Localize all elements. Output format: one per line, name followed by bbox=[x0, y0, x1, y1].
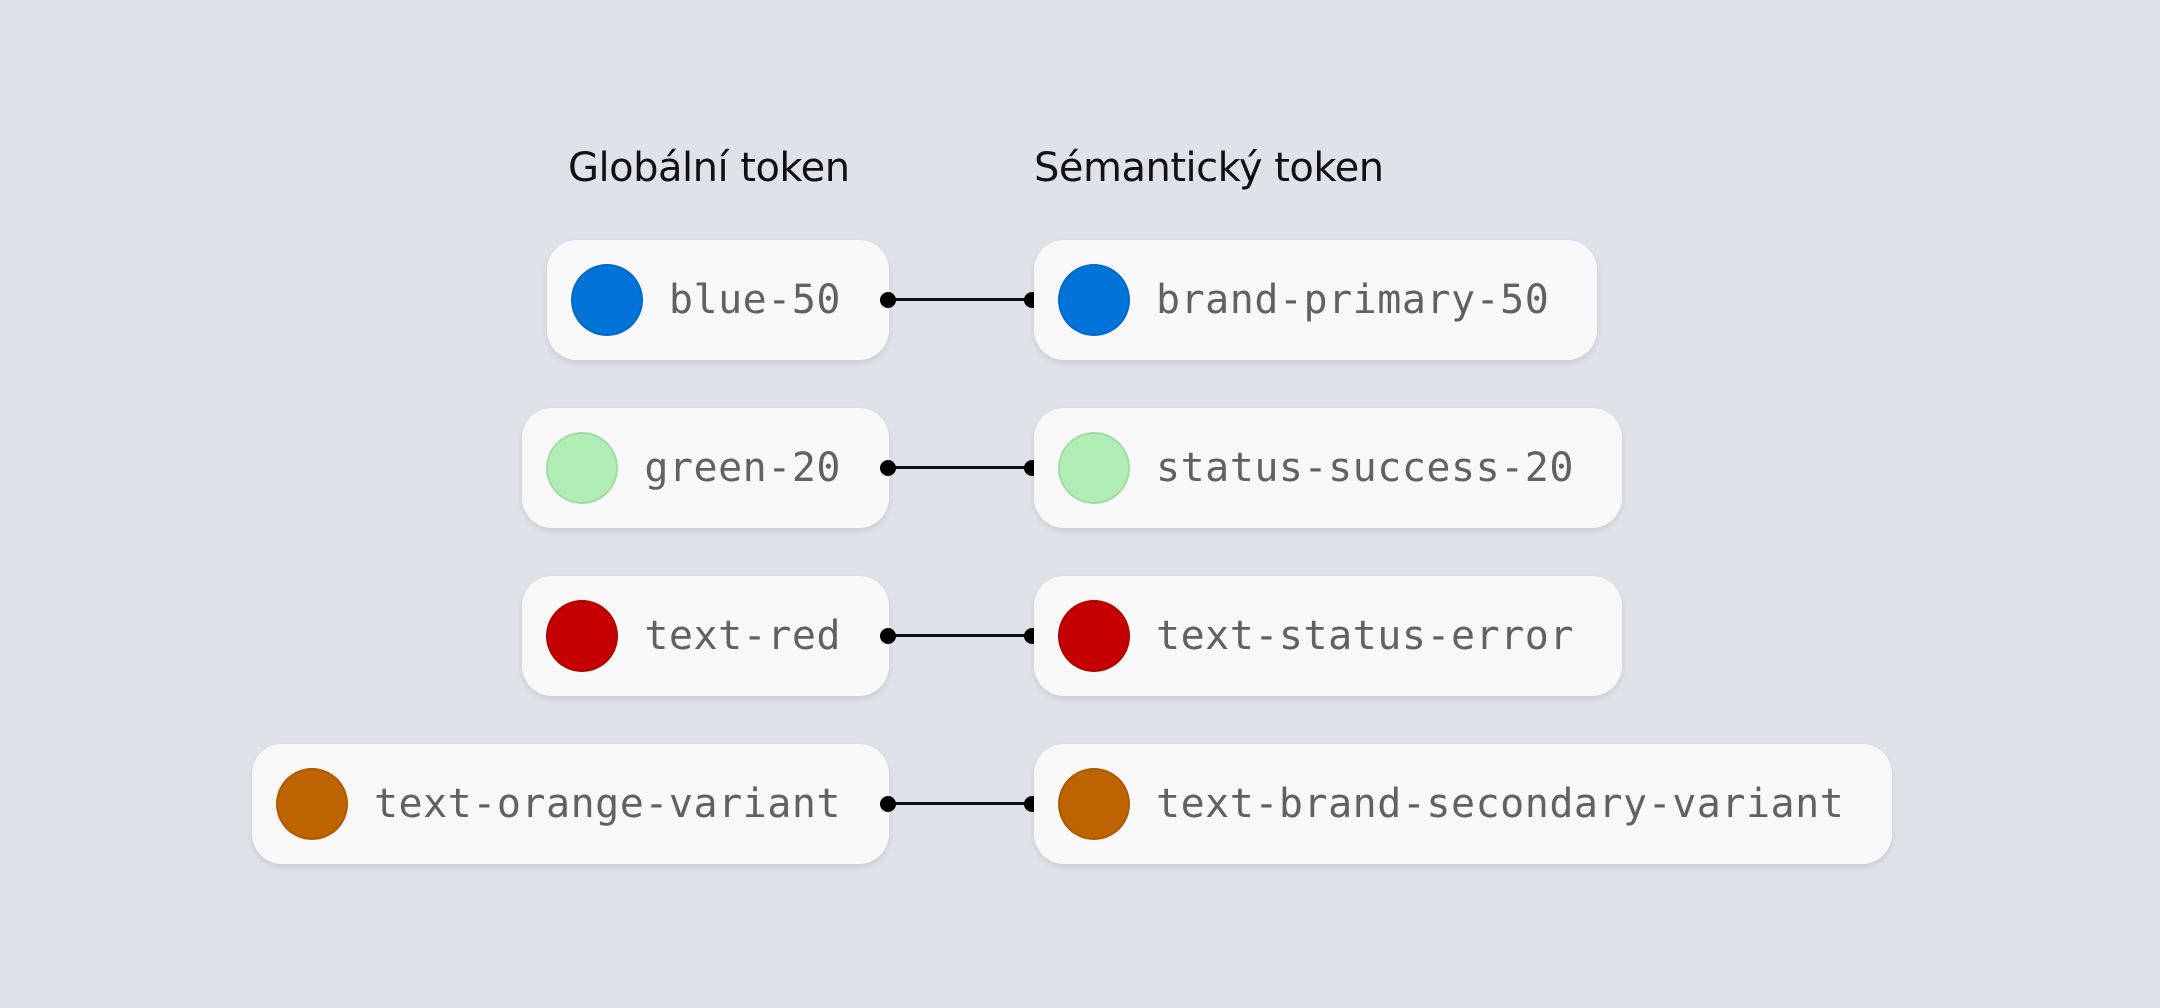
semantic-token-name: text-status-error bbox=[1156, 613, 1574, 659]
global-token-chip: blue-50 bbox=[546, 240, 889, 360]
global-token-chip: text-red bbox=[522, 576, 889, 696]
connector-start-dot bbox=[880, 292, 896, 308]
connector-start-dot bbox=[880, 628, 896, 644]
color-swatch bbox=[1058, 432, 1130, 504]
semantic-token-name: brand-primary-50 bbox=[1156, 277, 1550, 323]
semantic-token-name: text-brand-secondary-variant bbox=[1156, 781, 1845, 827]
semantic-token-name: status-success-20 bbox=[1156, 445, 1574, 491]
global-token-name: text-red bbox=[644, 613, 841, 659]
color-swatch bbox=[546, 432, 619, 504]
color-swatch bbox=[546, 600, 619, 672]
global-token-name: green-20 bbox=[644, 445, 841, 491]
connector-line bbox=[888, 634, 1032, 637]
color-swatch bbox=[1058, 264, 1130, 336]
color-swatch bbox=[1058, 600, 1130, 672]
token-mapping-row: green-20 status-success-20 bbox=[0, 408, 2160, 528]
token-mapping-row: text-red text-status-error bbox=[0, 576, 2160, 696]
semantic-token-chip: status-success-20 bbox=[1034, 408, 1622, 528]
color-swatch bbox=[275, 768, 348, 840]
global-token-heading: Globální token bbox=[568, 145, 850, 191]
global-token-chip: text-orange-variant bbox=[251, 744, 889, 864]
color-swatch bbox=[1058, 768, 1130, 840]
token-mapping-row: text-orange-variant text-brand-secondary… bbox=[0, 744, 2160, 864]
connector-line bbox=[888, 802, 1032, 805]
semantic-token-chip: text-brand-secondary-variant bbox=[1034, 744, 1893, 864]
color-swatch bbox=[570, 264, 643, 336]
semantic-token-chip: text-status-error bbox=[1034, 576, 1622, 696]
global-token-name: blue-50 bbox=[668, 277, 841, 323]
connector-line bbox=[888, 466, 1032, 469]
global-token-name: text-orange-variant bbox=[373, 781, 841, 827]
connector-line bbox=[888, 298, 1032, 301]
connector-start-dot bbox=[880, 460, 896, 476]
global-token-chip: green-20 bbox=[522, 408, 889, 528]
semantic-token-chip: brand-primary-50 bbox=[1034, 240, 1598, 360]
semantic-token-heading: Sémantický token bbox=[1034, 145, 1384, 191]
token-mapping-row: blue-50 brand-primary-50 bbox=[0, 240, 2160, 360]
connector-start-dot bbox=[880, 796, 896, 812]
